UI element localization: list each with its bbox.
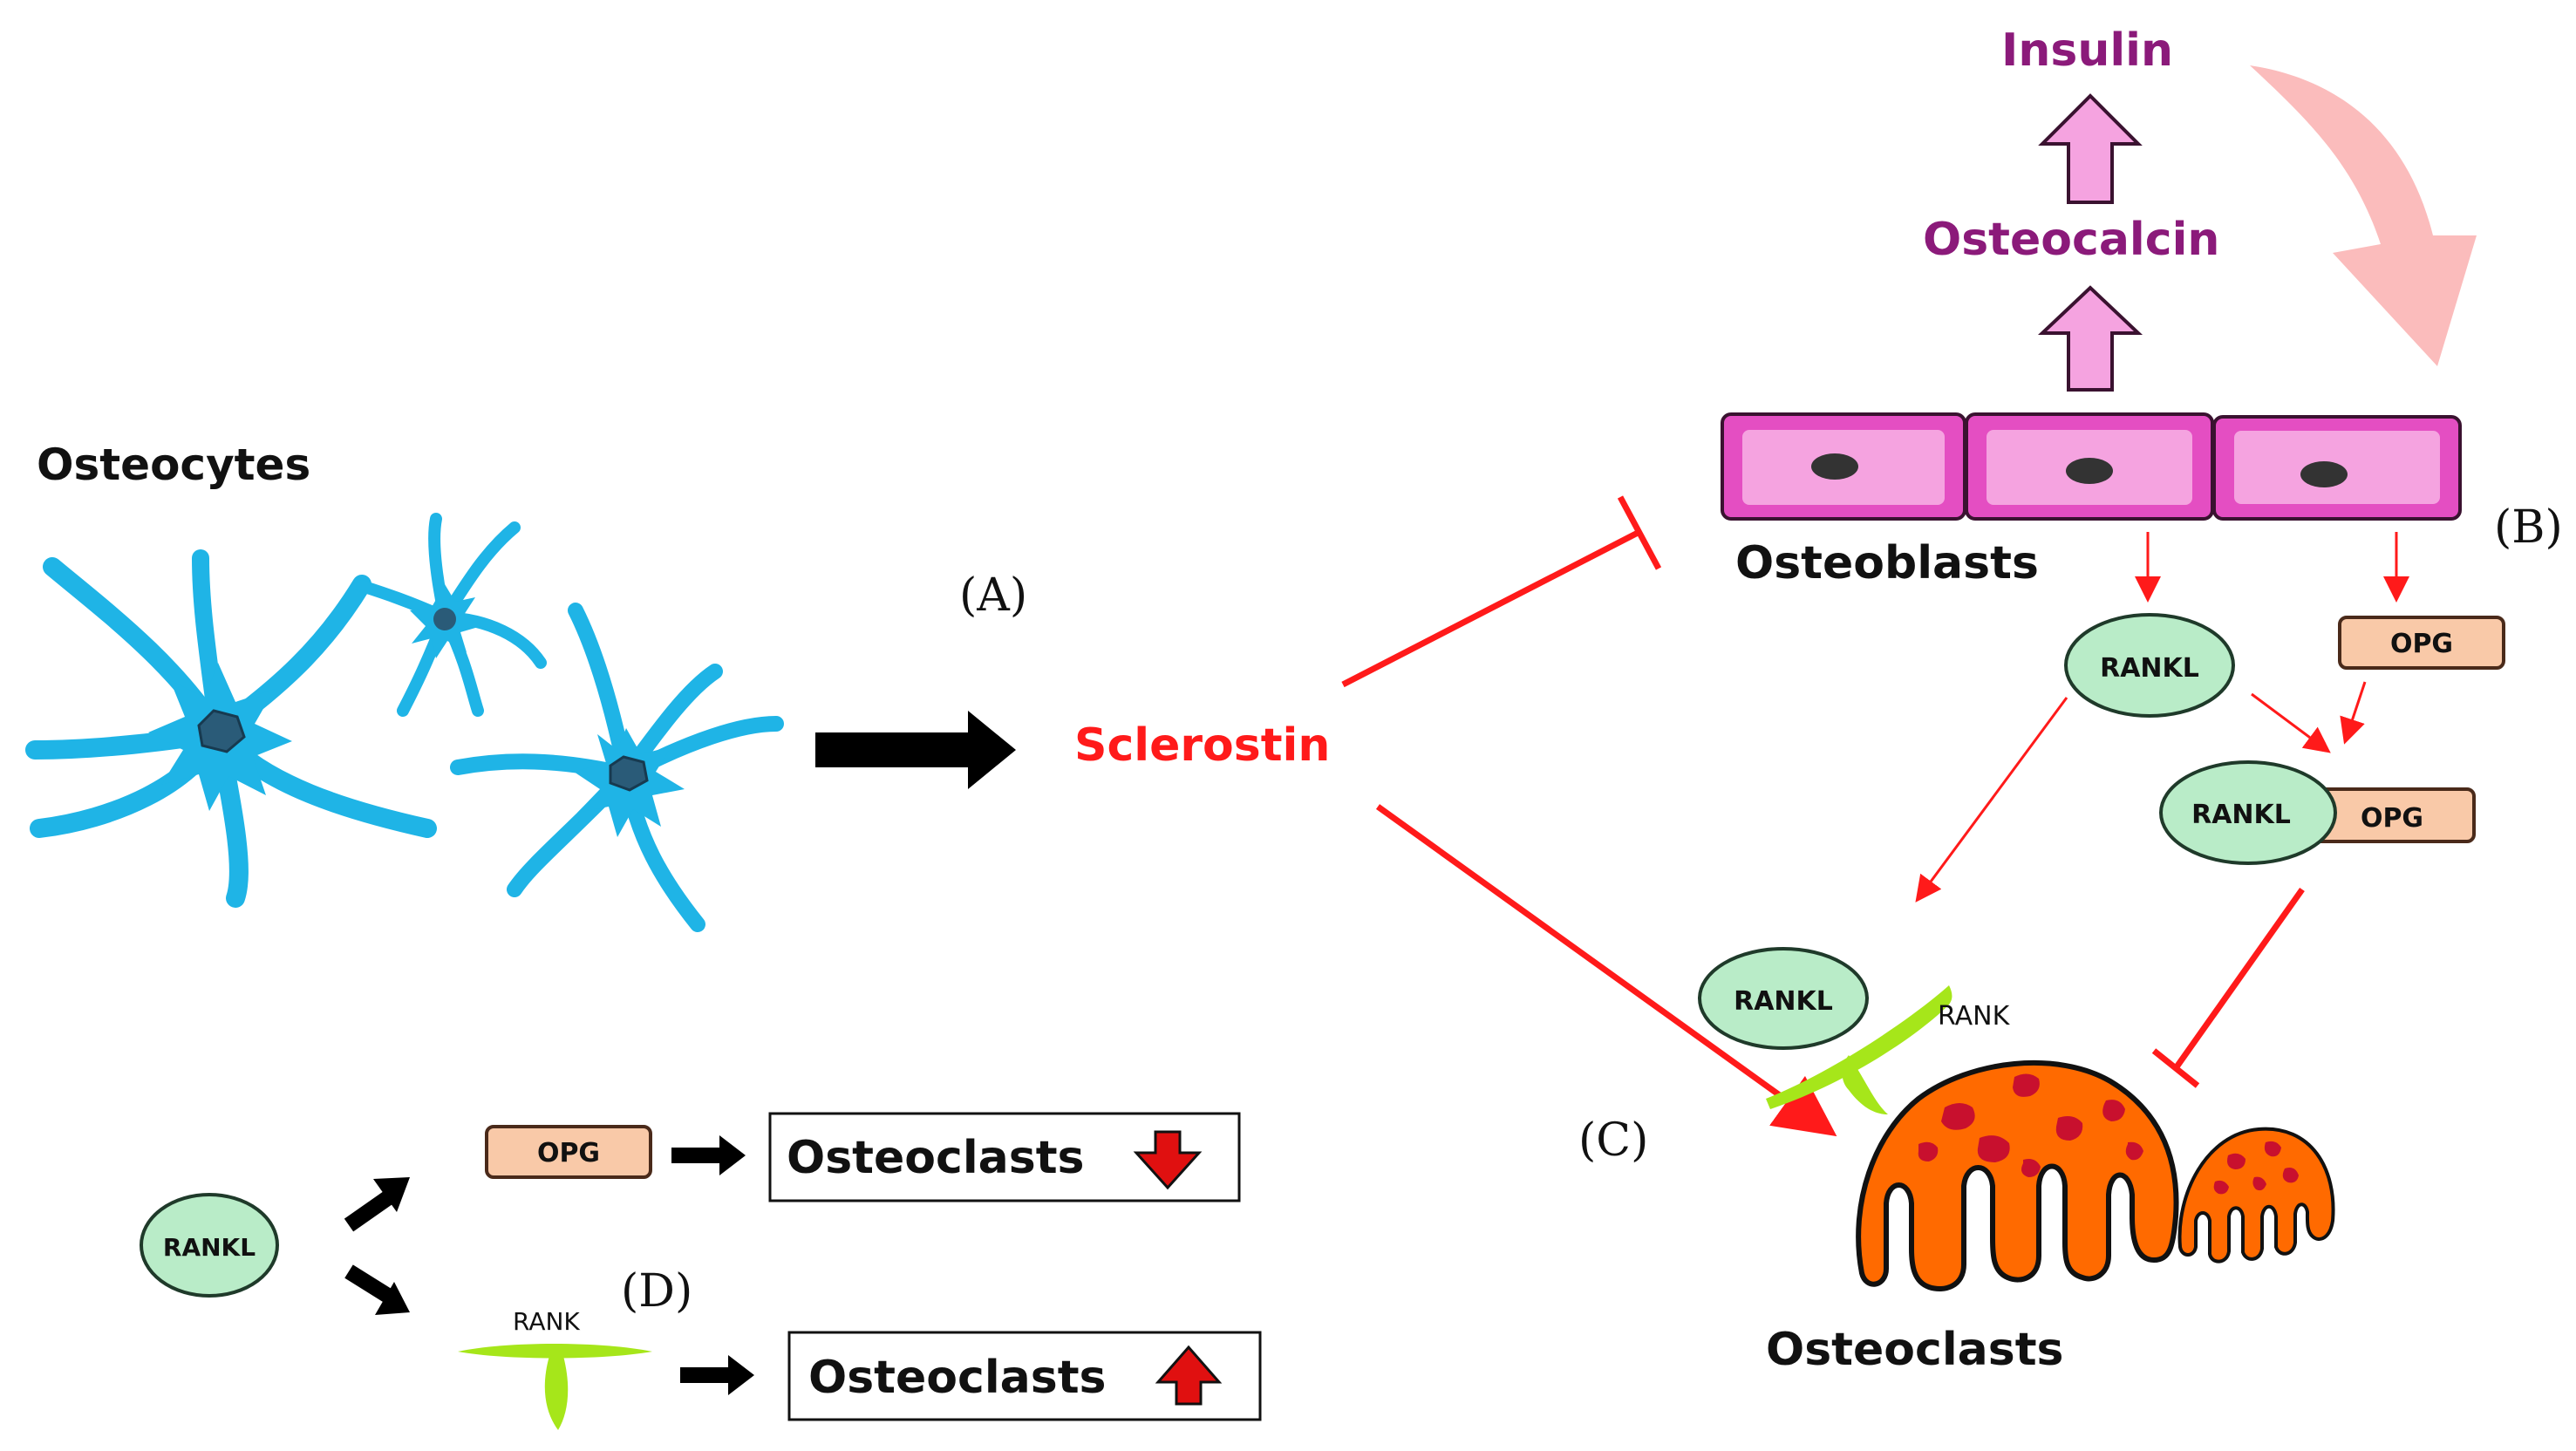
bound-rankl-node: [1698, 947, 1869, 1050]
legend-arrow-to-rank: [344, 1264, 395, 1305]
legend-opg-node: [485, 1125, 652, 1179]
complex-rankl-node: [2159, 760, 2337, 865]
opg-to-complex-arrow: [2340, 681, 2367, 745]
osteoclast-large-spots: [1918, 1073, 2143, 1177]
complex-inhibits-osteoclasts-bar: [2151, 1048, 2200, 1088]
legend-opg-label: OPG: [537, 1138, 600, 1168]
legend-outcome-down-box: [768, 1112, 1241, 1202]
rank-label: RANK: [1938, 1001, 2011, 1032]
opg-node: [2338, 616, 2505, 670]
sclerostin-to-osteoclasts-arrow: [1375, 804, 1837, 1137]
legend-outcome-down-label: Osteoclasts: [787, 1132, 1085, 1184]
legend-rank-receptor: [458, 1344, 652, 1430]
complex-rankl-label: RANKL: [2191, 800, 2291, 830]
insulin-label: Insulin: [2001, 24, 2173, 77]
sclerostin-label: Sclerostin: [1074, 719, 1330, 772]
down-arrow-icon: [1133, 1130, 1203, 1190]
legend-rank-label: RANK: [513, 1307, 580, 1336]
legend-opg-to-outcome-arrow: [671, 1135, 746, 1175]
legend-rankl-node: [140, 1193, 279, 1298]
rankl-to-rank-arrow: [1915, 697, 2068, 903]
osteoclast-small: [2177, 1127, 2335, 1264]
legend-rankl-label: RANKL: [163, 1233, 256, 1262]
rankl-to-complex-arrow: [2251, 692, 2331, 753]
legend-rank-to-outcome-arrow: [680, 1355, 754, 1395]
osteoblast-cell-2: [1965, 412, 2214, 521]
rank-receptor: [1766, 985, 1952, 1114]
complex-opg-label: OPG: [2361, 803, 2423, 834]
legend-outcome-up-label: Osteoclasts: [808, 1352, 1107, 1404]
legend-arrow-to-opg-head: [373, 1177, 410, 1212]
osteocyte-nucleus-medium: [609, 755, 649, 792]
osteocalcin-to-insulin-arrow: [2038, 93, 2143, 204]
complex-inhibits-osteoclasts-line: [2173, 887, 2305, 1071]
panel-d-label: (D): [621, 1265, 692, 1318]
osteoblast-cell-1: [1721, 412, 1966, 521]
panel-b-label: (B): [2494, 501, 2563, 554]
legend-arrow-to-opg: [344, 1188, 398, 1232]
osteocytes-to-sclerostin-arrow: [815, 711, 1016, 789]
opg-node-label: OPG: [2390, 629, 2453, 659]
panel-c-label: (C): [1578, 1114, 1648, 1167]
bound-rankl-label: RANKL: [1734, 986, 1833, 1017]
osteocyte-nucleus-small: [433, 608, 456, 630]
up-arrow-icon: [1155, 1345, 1223, 1406]
osteocalcin-label: Osteocalcin: [1923, 214, 2219, 266]
rankl-node-label: RANKL: [2100, 653, 2199, 684]
osteoblasts-label: Osteoblasts: [1735, 537, 2039, 589]
osteocyte-nucleus-large: [197, 709, 246, 753]
osteocytes-label: Osteocytes: [37, 439, 310, 490]
insulin-feedback-arrow: [2250, 65, 2477, 366]
sclerostin-inhibits-osteoblasts-line: [1341, 528, 1641, 688]
osteoblast-cell-3: [2212, 415, 2462, 521]
panel-a-label: (A): [959, 569, 1027, 622]
rankl-node: [2064, 613, 2235, 718]
osteoclast-large: [1856, 1060, 2179, 1292]
sclerostin-inhibits-osteoblasts-bar: [1617, 495, 1662, 570]
legend-arrow-to-rank-head: [375, 1282, 410, 1315]
osteoclasts-label: Osteoclasts: [1766, 1324, 2064, 1376]
osteoblasts-to-osteocalcin-arrow: [2037, 285, 2143, 392]
osteoclast-small-spots: [2213, 1141, 2299, 1195]
